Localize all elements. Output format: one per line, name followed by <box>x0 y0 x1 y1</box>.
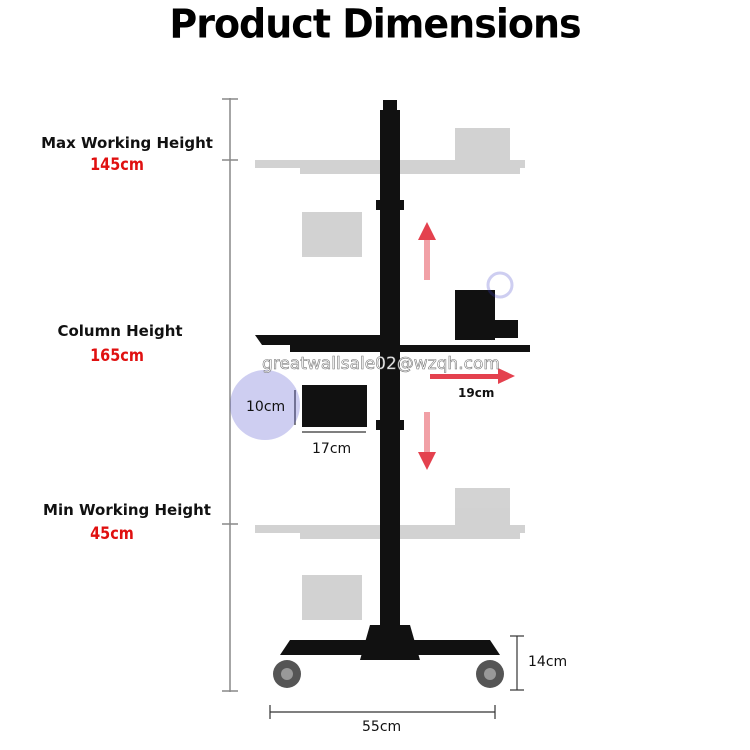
box-height-dimension: 10cm <box>246 399 286 415</box>
email-watermark: greatwallsale02@wzqh.com <box>262 354 501 375</box>
down-arrow <box>418 412 436 470</box>
dimension-lines <box>269 390 524 719</box>
base-width-dimension: 55cm <box>362 719 402 735</box>
column-height-value: 165cm <box>90 346 144 366</box>
box-width-dimension: 17cm <box>312 441 352 457</box>
min-height-value: 45cm <box>90 524 134 544</box>
base-height-dimension: 14cm <box>528 654 568 670</box>
max-height-label: Max Working Height <box>41 134 213 152</box>
stand-column <box>376 100 404 630</box>
height-scale <box>222 98 238 692</box>
brand-logo-watermark <box>230 271 514 440</box>
min-height-label: Min Working Height <box>43 501 211 519</box>
up-arrow <box>418 222 436 280</box>
max-height-value: 145cm <box>90 155 144 175</box>
active-tray <box>255 290 530 427</box>
column-height-label: Column Height <box>57 322 183 340</box>
page-title: Product Dimensions <box>169 0 581 48</box>
arm-extension-dimension: 19cm <box>458 386 495 400</box>
stand-base <box>273 625 504 688</box>
right-arrow <box>430 368 515 384</box>
